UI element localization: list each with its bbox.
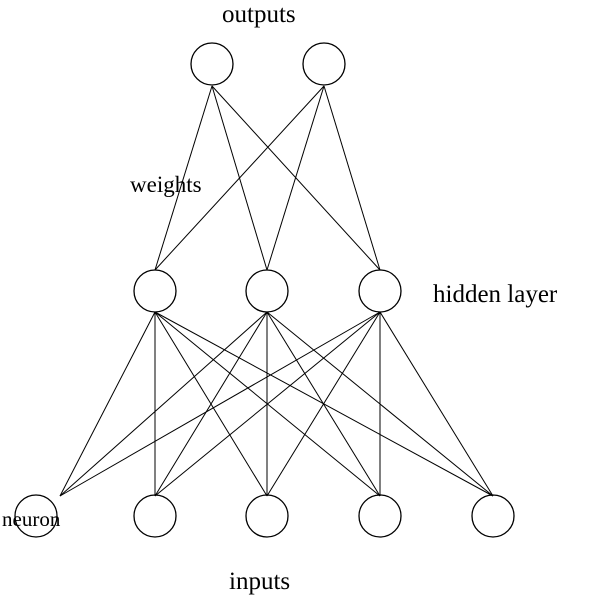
input-neuron	[471, 494, 515, 538]
input-neuron	[245, 494, 289, 538]
hidden-neuron	[358, 269, 402, 313]
weights-label: weights	[130, 172, 202, 197]
weight-connections	[59, 85, 494, 497]
weight-edge	[379, 311, 494, 497]
input-neuron	[133, 494, 177, 538]
input-neuron	[14, 494, 58, 538]
inputs-label: inputs	[229, 568, 291, 595]
neuron-label: neuron	[2, 507, 61, 531]
output-neuron	[302, 42, 346, 86]
weight-edge	[154, 85, 213, 271]
neurons	[14, 42, 515, 538]
outputs-label: outputs	[222, 1, 296, 28]
weight-edge	[211, 85, 268, 271]
hidden-layer-label: hidden layer	[433, 281, 558, 308]
weight-edge	[154, 311, 381, 497]
weight-edge	[154, 311, 494, 497]
hidden-neuron	[245, 269, 289, 313]
weight-edge	[59, 311, 268, 497]
weight-edge	[154, 311, 268, 497]
weight-edge	[323, 85, 381, 271]
output-neuron	[190, 42, 234, 86]
input-neuron	[358, 494, 402, 538]
hidden-neuron	[133, 269, 177, 313]
weight-edge	[266, 311, 494, 497]
weight-edge	[59, 311, 156, 497]
weight-edge	[211, 85, 381, 271]
weight-edge	[59, 311, 381, 497]
